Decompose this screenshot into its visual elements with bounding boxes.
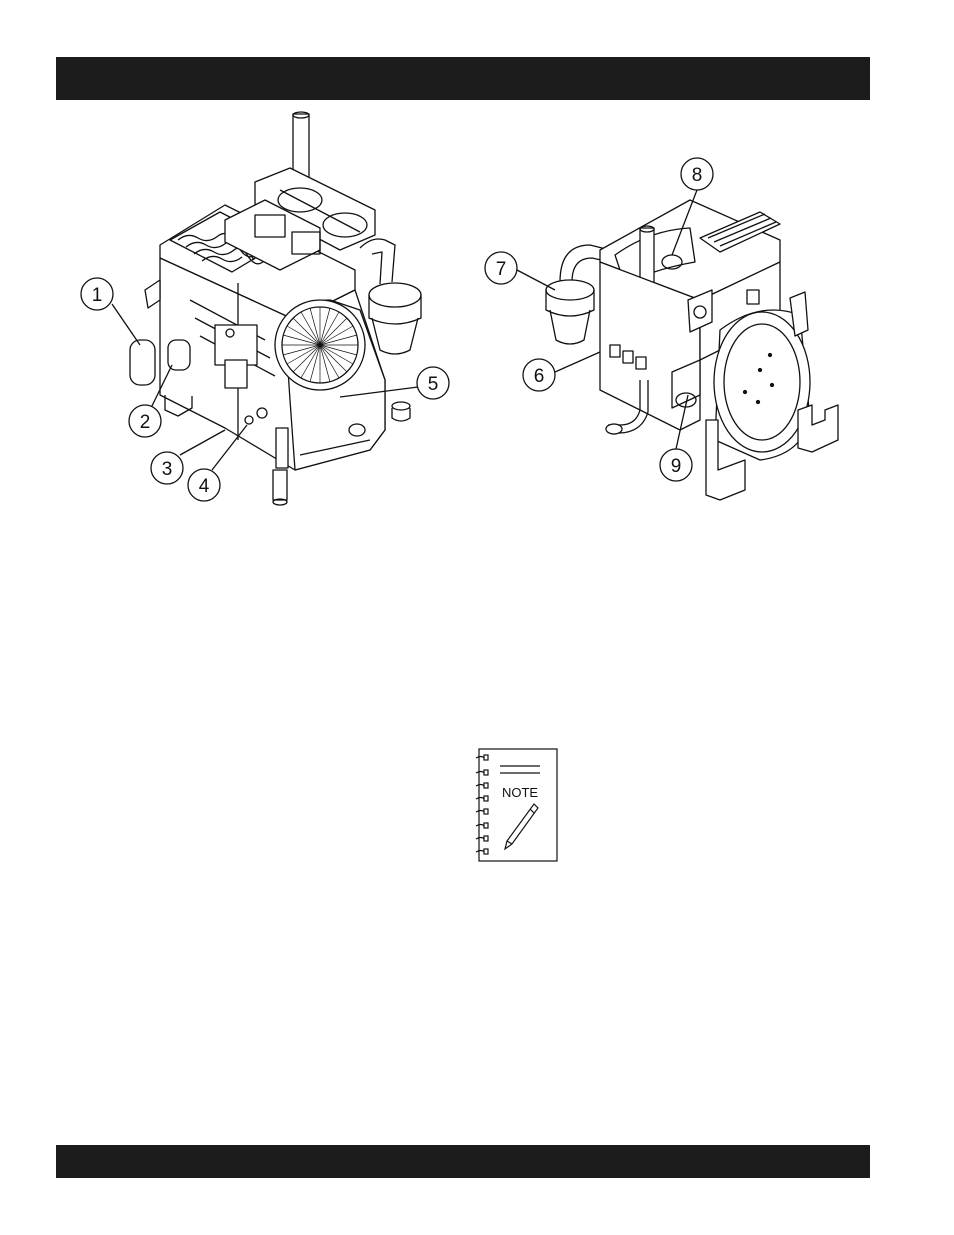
header-title <box>56 68 70 88</box>
callout-2: 2 <box>129 405 161 437</box>
svg-text:5: 5 <box>428 374 439 395</box>
engine-front-view-drawing: 1 2 3 4 5 <box>70 108 470 513</box>
callout-5: 5 <box>417 367 449 399</box>
svg-text:4: 4 <box>199 476 210 497</box>
callout-9: 9 <box>660 449 692 481</box>
callout-1: 1 <box>81 278 113 310</box>
svg-text:8: 8 <box>692 165 703 186</box>
svg-text:9: 9 <box>671 456 682 477</box>
svg-text:1: 1 <box>92 285 103 306</box>
engine-rear-view-figure: 8 7 6 9 <box>480 150 850 510</box>
engine-front-view-figure: 1 2 3 4 5 <box>70 108 470 513</box>
notepad-pencil-icon: NOTE <box>472 746 560 864</box>
callout-3: 3 <box>151 452 183 484</box>
svg-text:2: 2 <box>140 412 151 433</box>
callout-4: 4 <box>188 469 220 501</box>
svg-text:7: 7 <box>496 259 507 280</box>
svg-text:3: 3 <box>162 459 173 480</box>
engine-rear-view-drawing: 8 7 6 9 <box>480 150 850 510</box>
callout-8: 8 <box>681 158 713 190</box>
header-bar <box>56 57 870 100</box>
footer-text <box>56 1156 70 1176</box>
footer-bar <box>56 1145 870 1178</box>
callout-6: 6 <box>523 359 555 391</box>
callout-7: 7 <box>485 252 517 284</box>
svg-text:6: 6 <box>534 366 545 387</box>
note-label: NOTE <box>502 785 538 800</box>
